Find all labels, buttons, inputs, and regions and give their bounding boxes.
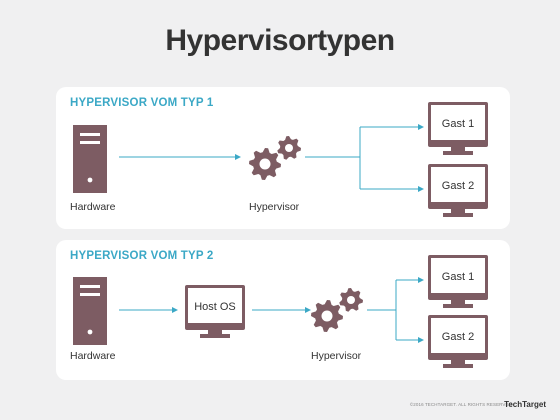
hardware-server-icon [73,277,107,345]
arrow-hypervisor-to-guests [367,277,424,343]
gear-small-icon-hole [347,296,355,304]
hypervisor-label: Hypervisor [311,350,362,362]
arrow-hypervisor-to-guests [305,124,424,192]
arrow-hardware-to-hypervisor [119,154,241,160]
gear-large-icon-hole [259,158,271,170]
page-title: Hypervisortypen [165,24,395,57]
hypervisor-gears-icon [311,288,363,332]
copyright-text: ©2016 TECHTARGET. ALL RIGHTS RESERVED [409,402,512,407]
guest2-label: Gast 2 [442,331,474,343]
guest2-label: Gast 2 [442,180,474,192]
type2-diagram: Host OS Gast 1 [73,255,488,368]
type1-diagram: Gast 1 Gast 2 [73,102,488,217]
hardware-server-icon [73,125,107,193]
gear-large-icon-hole [321,310,333,322]
host-os-monitor: Host OS [185,285,245,338]
guest1-label: Gast 1 [442,271,474,283]
guest1-monitor: Gast 1 [428,102,488,155]
guest2-monitor: Gast 2 [428,315,488,368]
type2-panel: HYPERVISOR VOM TYP 2 Host OS [56,240,510,380]
arrow-hostos-to-hypervisor [252,307,311,313]
guest1-label: Gast 1 [442,118,474,130]
type2-heading: HYPERVISOR VOM TYP 2 [70,250,214,262]
type1-heading: HYPERVISOR VOM TYP 1 [70,97,214,109]
host-os-label: Host OS [194,301,236,313]
gear-small-icon-hole [285,144,293,152]
guest2-monitor: Gast 2 [428,164,488,217]
hardware-label: Hardware [70,350,116,362]
hypervisor-label: Hypervisor [249,201,300,213]
guest1-monitor: Gast 1 [428,255,488,308]
hypervisor-gears-icon [249,136,301,180]
hardware-label: Hardware [70,201,116,213]
type1-panel: HYPERVISOR VOM TYP 1 [56,87,510,229]
techtarget-logo: TechTarget [504,400,546,409]
arrow-hardware-to-hostos [119,307,178,313]
